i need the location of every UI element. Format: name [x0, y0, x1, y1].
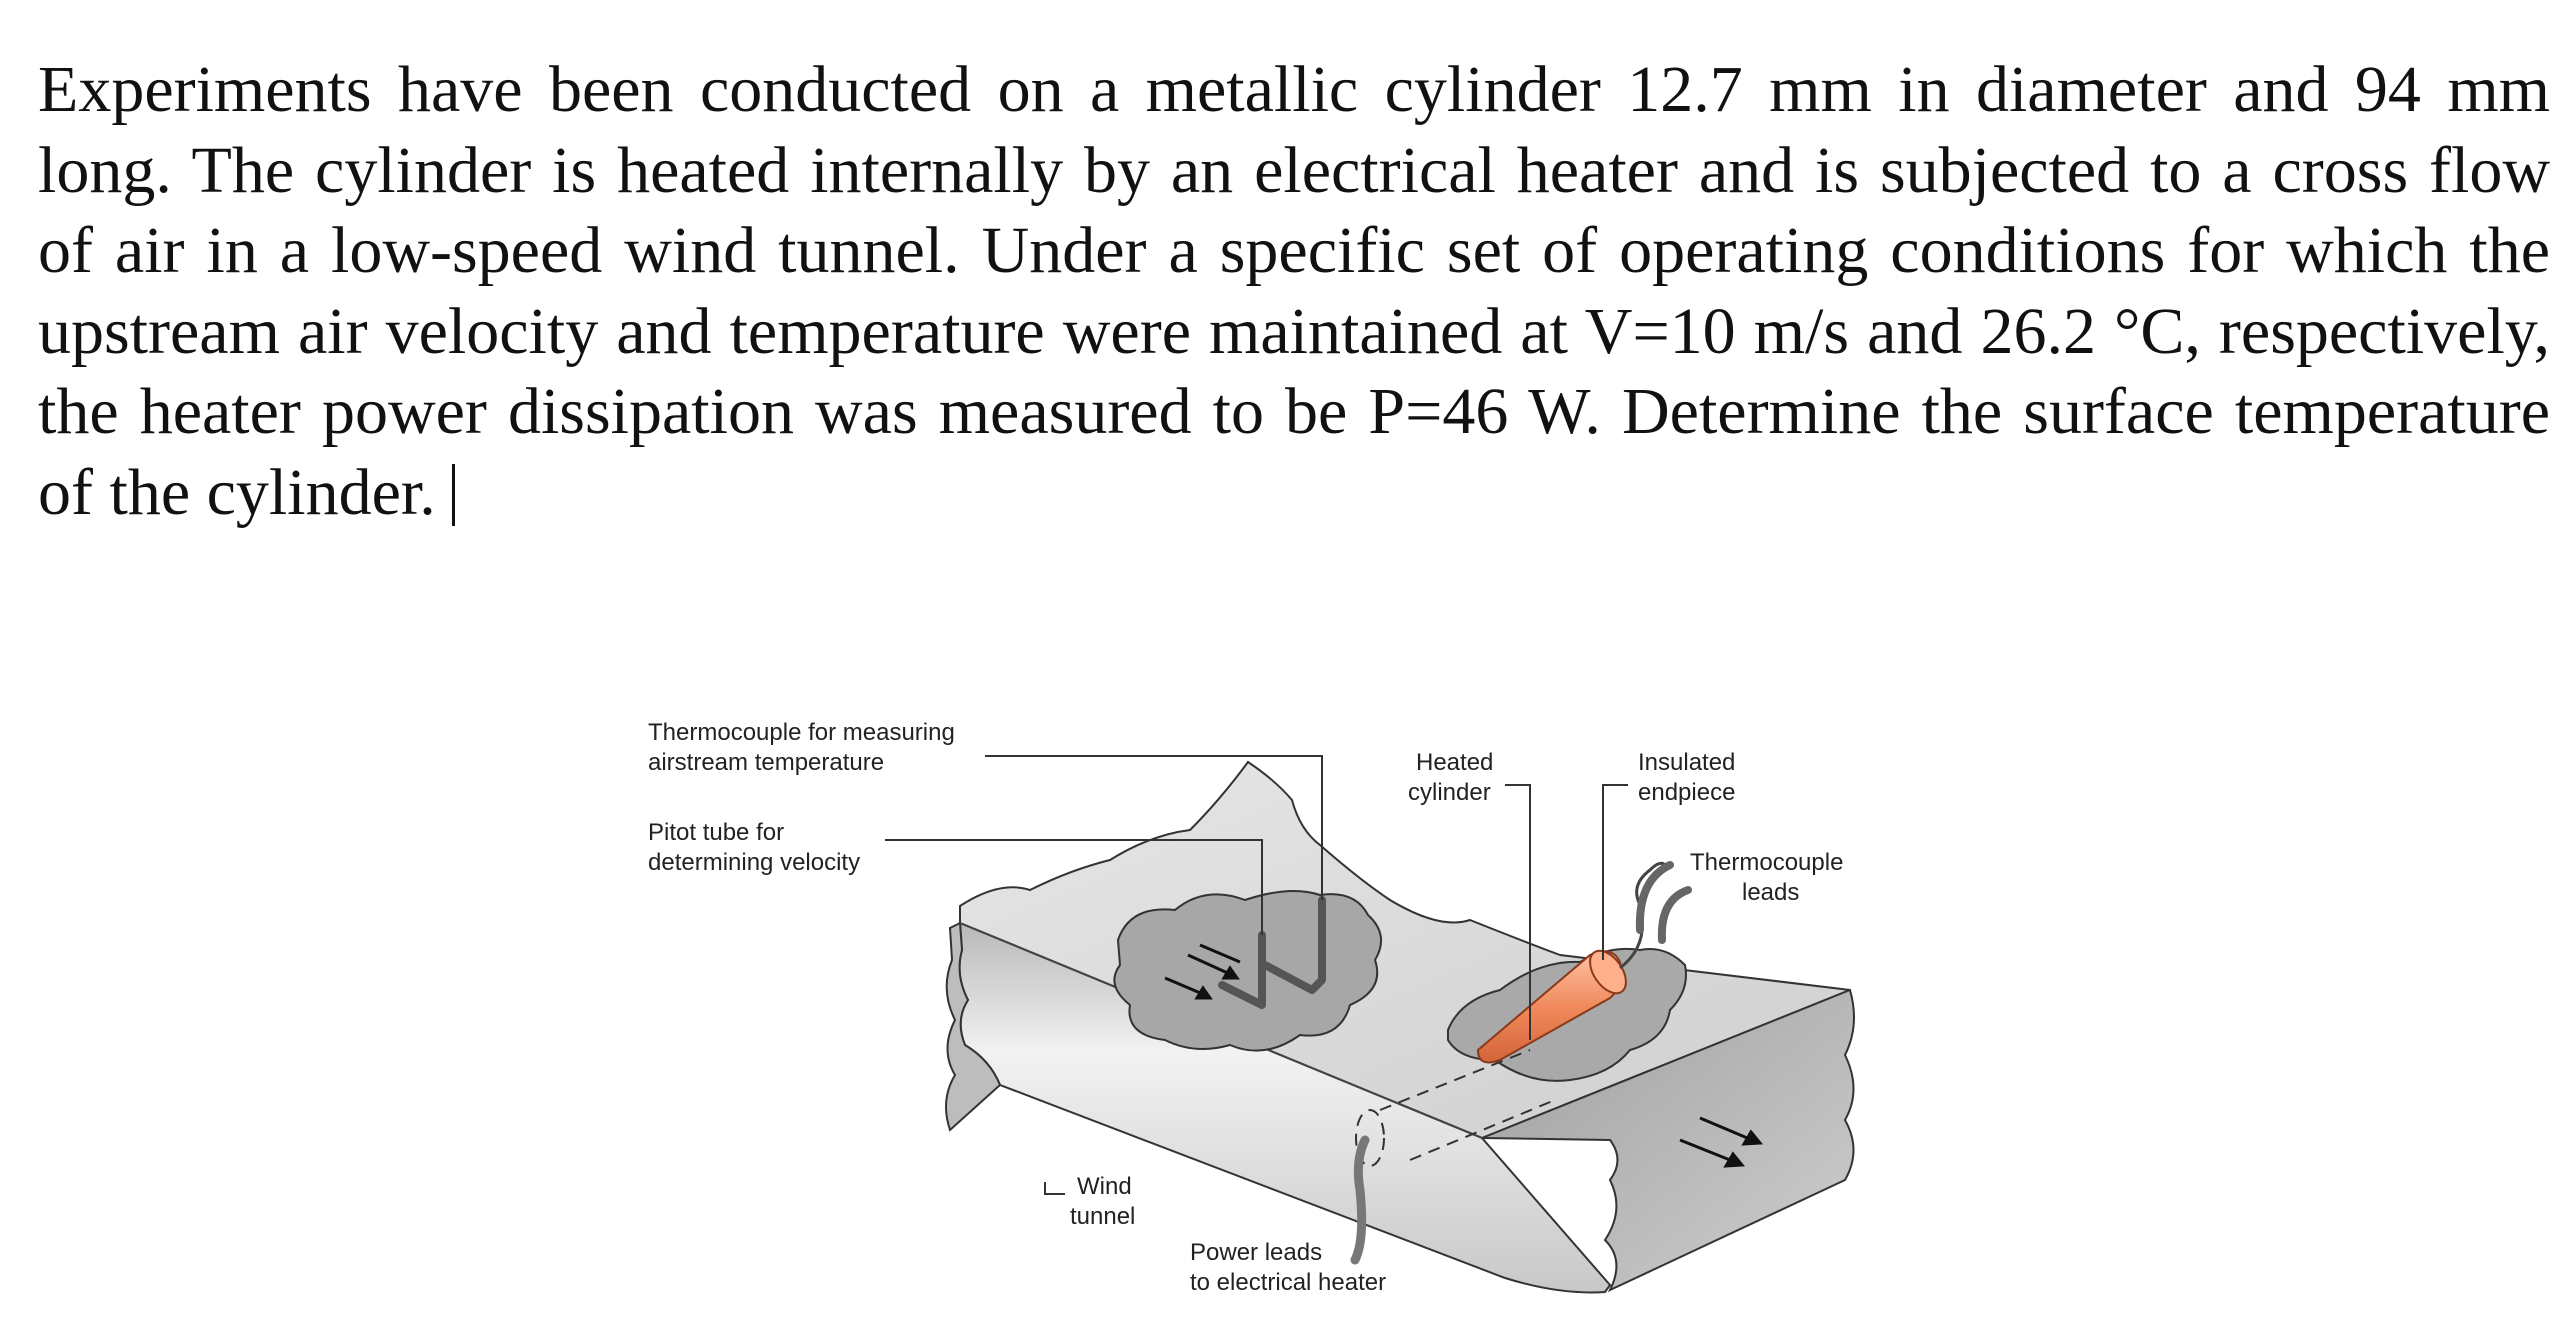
- label-power-line2: to electrical heater: [1190, 1269, 1386, 1296]
- label-heated-line1: Heated: [1416, 749, 1493, 776]
- label-tc-leads-line1: Thermocouple: [1690, 849, 1843, 876]
- thermocouple-probe: [1261, 896, 1326, 994]
- label-thermocouple-airstream-line2: airstream temperature: [648, 749, 884, 776]
- label-tc-leads-line2: leads: [1742, 879, 1799, 906]
- label-insulated-line1: Insulated: [1638, 749, 1735, 776]
- text-cursor: [451, 463, 455, 526]
- label-wind-line1: Wind: [1077, 1173, 1132, 1200]
- tunnel-right-end: [1481, 988, 1855, 1293]
- label-heated-line2: cylinder: [1408, 779, 1491, 806]
- cylinder-cutout: [1447, 861, 1687, 1082]
- insulated-endpiece: [1589, 949, 1627, 995]
- label-pitot-line2: determining velocity: [648, 849, 860, 876]
- flow-arrows-inlet: [1164, 943, 1241, 1000]
- label-wind-line2: tunnel: [1070, 1203, 1135, 1230]
- problem-statement: Experiments have been conducted on a met…: [38, 53, 2550, 529]
- figure-labels: Thermocouple for measuring airstream tem…: [648, 719, 1843, 1296]
- leader-lines: [885, 755, 1628, 1195]
- problem-text[interactable]: Experiments have been conducted on a met…: [38, 50, 2550, 533]
- tunnel-left-end: [945, 921, 1002, 1132]
- heater-lead-path: [1355, 1049, 1556, 1167]
- label-thermocouple-airstream-line1: Thermocouple for measuring: [648, 719, 955, 746]
- thermocouple-lead-wire: [1619, 861, 1667, 970]
- probe-cutout-hole: [1113, 890, 1383, 1052]
- pitot-tube: [1218, 931, 1266, 1009]
- flow-arrows-outlet: [1679, 1116, 1764, 1168]
- label-power-line1: Power leads: [1190, 1239, 1322, 1266]
- thermocouple-leads: [1635, 861, 1692, 944]
- label-pitot-line1: Pitot tube for: [648, 819, 784, 846]
- power-lead-cable: [1350, 1135, 1370, 1265]
- label-insulated-line2: endpiece: [1638, 779, 1735, 806]
- probe-cutout: [1113, 890, 1383, 1052]
